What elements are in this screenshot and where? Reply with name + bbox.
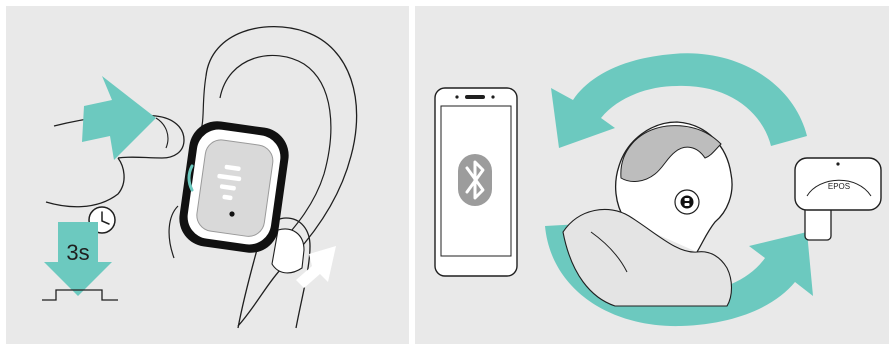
dongle-brand-label: EPOS <box>828 182 850 191</box>
press-hold-illustration: 3s <box>42 26 358 329</box>
pairing-illustration: EPOS <box>434 53 882 327</box>
cycle-arrow-top <box>551 53 807 148</box>
usb-dongle: EPOS <box>794 157 882 241</box>
pairing-panel: EPOS <box>415 6 889 344</box>
smartphone <box>434 87 518 277</box>
person-head <box>562 121 733 307</box>
ear-outline <box>205 26 358 327</box>
button-symbol-icon <box>42 289 118 301</box>
hold-duration-label: 3s <box>66 240 89 265</box>
bluetooth-icon <box>458 154 492 206</box>
press-arrow-icon <box>82 76 156 160</box>
earbud <box>168 121 289 259</box>
hold-down-arrow-icon <box>44 222 112 296</box>
ear-inner-fold <box>219 54 332 245</box>
press-hold-panel: 3s <box>6 6 409 344</box>
ear-pointer-arrow-icon <box>296 246 336 288</box>
